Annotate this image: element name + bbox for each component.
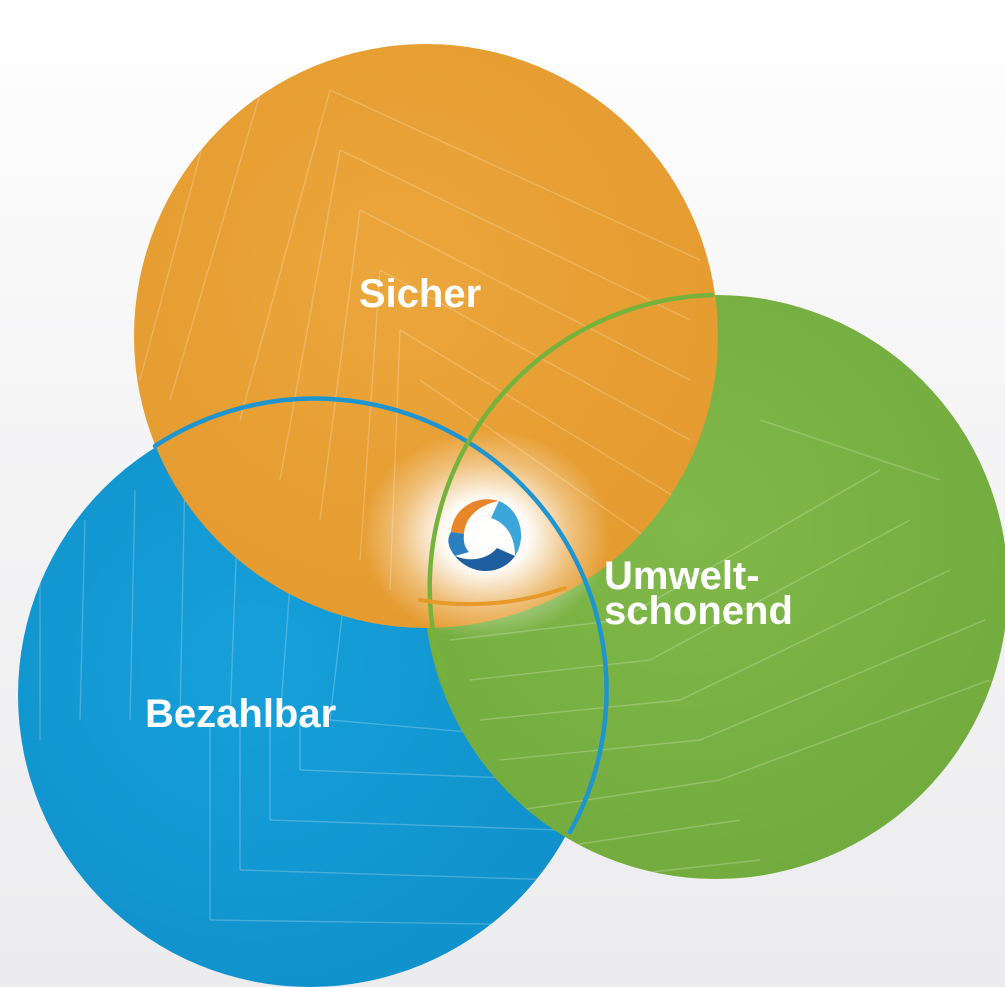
blue-circle-edge bbox=[152, 396, 609, 835]
label-umwelt: Umwelt- bbox=[604, 554, 760, 598]
circle-outlines bbox=[152, 292, 715, 835]
swirl-logo-icon bbox=[448, 499, 522, 571]
label-schonend: schonend bbox=[604, 589, 793, 633]
orange-circle-edge bbox=[418, 586, 567, 607]
label-sicher: Sicher bbox=[359, 272, 481, 316]
label-bezahlbar: Bezahlbar bbox=[145, 692, 336, 736]
